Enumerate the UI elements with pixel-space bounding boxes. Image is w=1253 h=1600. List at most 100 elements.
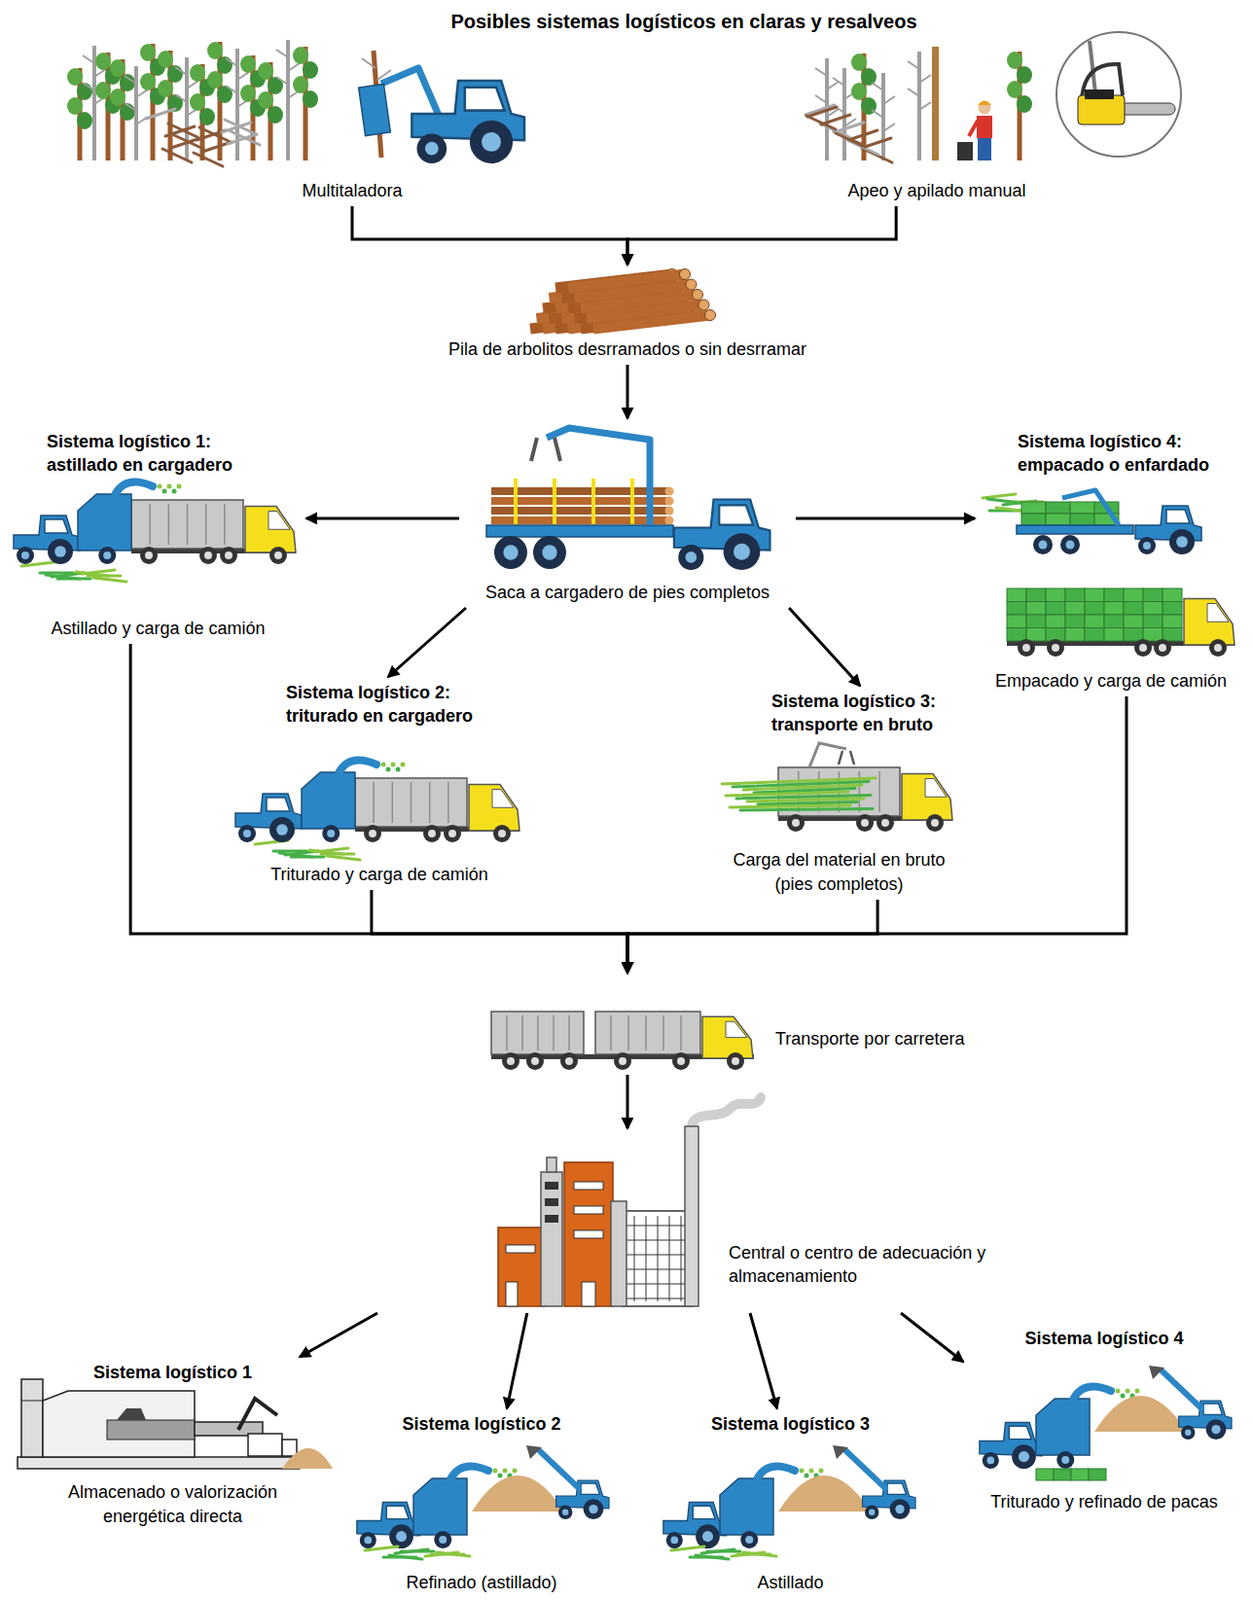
tool-pole [1089, 40, 1096, 94]
truck-wheel [269, 546, 287, 565]
tree-crown [240, 55, 256, 73]
tree-crown [207, 41, 223, 60]
chainsaw-body [1077, 95, 1125, 125]
tree-crown [267, 106, 284, 124]
bale [1143, 614, 1163, 629]
bale [1026, 602, 1046, 616]
chip-spray [162, 489, 168, 495]
stake [513, 478, 518, 531]
flow-arrow [625, 1074, 629, 1129]
green-branch [39, 572, 73, 575]
door [505, 1282, 518, 1307]
plant-base [17, 1457, 300, 1469]
tractor [1135, 505, 1202, 555]
held-branch [377, 70, 392, 80]
tractor [1179, 1400, 1232, 1440]
flow-arrow [371, 890, 628, 973]
tractor-window [718, 504, 753, 525]
slash-branch [162, 148, 192, 163]
truck-wheel [726, 1052, 745, 1071]
tree-crown [1016, 95, 1033, 113]
chainsaw-bar [1118, 103, 1176, 115]
green-branch [731, 1552, 765, 1557]
wheel [1206, 1419, 1227, 1440]
wheel [1011, 1444, 1037, 1469]
wheel-hub [745, 1536, 753, 1544]
flow-arrow [352, 206, 628, 265]
truck-wheel [493, 824, 511, 843]
sawdust-mound [282, 1448, 333, 1469]
system-heading: Sistema logístico 4 [1024, 1326, 1183, 1351]
chip-spray [502, 1468, 508, 1474]
loader-cab [282, 1439, 297, 1457]
tractor [979, 1423, 1043, 1470]
log-end [698, 299, 710, 311]
log-end [692, 289, 704, 301]
system-heading: Sistema logístico 2 [401, 1412, 561, 1436]
truck-wheel [613, 1052, 632, 1071]
truck-wheel [787, 814, 805, 832]
plant-building [498, 1097, 761, 1307]
worker-trousers [977, 138, 992, 161]
chipper-body [77, 494, 132, 551]
tree-crown [109, 88, 126, 107]
tree-crown [1006, 80, 1023, 99]
chip-spray [172, 489, 178, 495]
window [573, 1206, 604, 1215]
tractor [235, 793, 302, 843]
hall-grid [626, 1269, 689, 1271]
window [573, 1230, 604, 1239]
bale-grinding-scene [979, 1365, 1232, 1481]
tractor-window [386, 1505, 409, 1519]
tree-crown [207, 71, 223, 89]
chip-spray [819, 1468, 824, 1474]
log-end [665, 487, 675, 497]
wheel [666, 1532, 683, 1549]
bale [1070, 501, 1095, 514]
wheel-hub [1066, 540, 1075, 550]
tree-crown [95, 81, 111, 100]
log-pile [530, 269, 716, 330]
stage-node: Sistema logístico 3: transporte en bruto… [705, 685, 973, 900]
green-branch [93, 577, 127, 582]
wheel [558, 1505, 573, 1520]
wheel-hub [868, 1509, 875, 1516]
green-branch [273, 850, 307, 854]
container-rib [627, 1015, 630, 1051]
bale [1123, 628, 1144, 643]
bale [1045, 614, 1066, 629]
chipping-scene [663, 1445, 916, 1560]
truck-container [355, 778, 467, 827]
chip-spray [1120, 1394, 1126, 1399]
worker-helmet [977, 101, 992, 107]
bare-branch [276, 49, 288, 58]
truck-wheel [443, 824, 462, 843]
chip-spray [493, 1468, 499, 1474]
bare-branch [82, 55, 95, 64]
flow-arrow [795, 516, 975, 520]
tree-crown [157, 79, 174, 98]
tree-crown [199, 107, 215, 126]
truck-hub [1139, 644, 1147, 652]
tree-crown [140, 72, 156, 91]
hall-grid [669, 1216, 671, 1302]
bare-branch [907, 88, 920, 97]
wheel-hub [1018, 1451, 1030, 1463]
tree-crown [67, 97, 83, 115]
window [573, 1181, 604, 1190]
harvesting-scene [67, 39, 525, 167]
container-rib [429, 782, 431, 824]
truck-wheel [140, 546, 158, 565]
tree-crown [189, 93, 206, 111]
chipper-chute [115, 482, 154, 496]
bale [1084, 614, 1105, 629]
bare-branch [136, 89, 148, 98]
green-branch [326, 856, 360, 860]
stage-node: Sistema logístico 1: astillado en cargad… [9, 426, 307, 645]
truck-wheel [219, 546, 238, 565]
bale [1123, 588, 1144, 603]
trailer-bed [486, 525, 674, 537]
stage-node: Sistema logístico 2: triturado en cargad… [233, 677, 526, 891]
bare-branch [826, 81, 839, 90]
truck-hub [1051, 644, 1060, 652]
